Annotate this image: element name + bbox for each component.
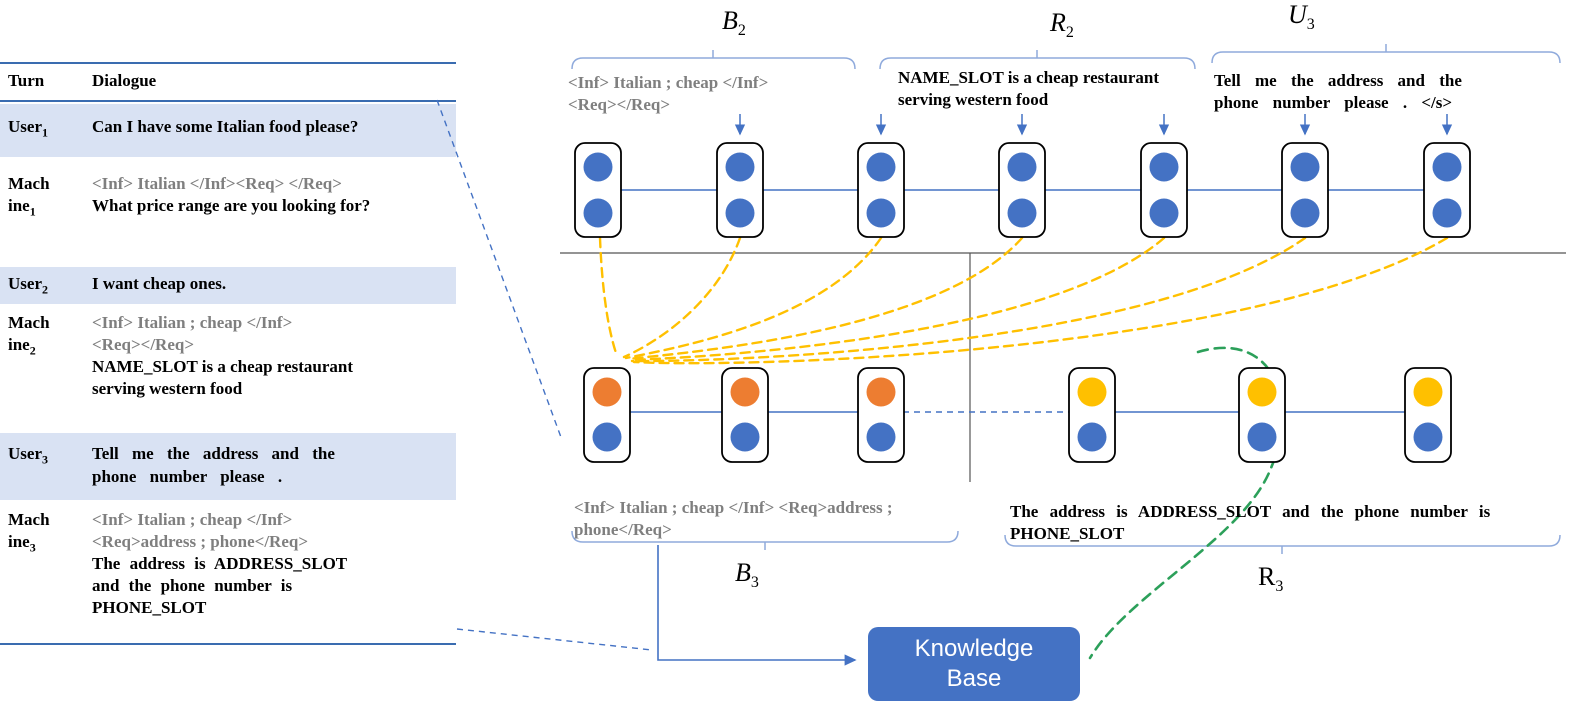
encoder-cell <box>998 142 1046 238</box>
table-row-machine1: Mach ine1 <Inf> Italian </Inf><Req> </Re… <box>0 169 456 225</box>
attention-curve <box>626 236 1024 361</box>
attention-curve <box>598 236 619 358</box>
decoder-cell-response <box>1068 367 1116 463</box>
label-b2: B2 <box>722 6 746 40</box>
b2-input-text: <Inf> Italian ; cheap </Inf> <Req></Req> <box>568 73 769 114</box>
b2-bracket <box>571 50 856 70</box>
encoder-cell <box>574 142 622 238</box>
table-to-decoder-connector <box>436 99 563 441</box>
turn-cell: User2 <box>8 274 48 297</box>
dialogue-cell: Can I have some Italian food please? <box>92 116 456 141</box>
encoder-cell <box>857 142 905 238</box>
table-header: Turn Dialogue <box>0 64 456 103</box>
u3-input-text: Tell me the address and the phone number… <box>1214 71 1462 112</box>
encoder-cell <box>1281 142 1329 238</box>
user-utterance: Tell me the address and the phone number… <box>92 444 335 486</box>
dialogue-header: Dialogue <box>92 71 157 90</box>
attention-curve <box>630 236 1307 363</box>
turn-header: Turn <box>8 71 45 90</box>
r2-bracket <box>879 50 1196 70</box>
b3-output-text: <Inf> Italian ; cheap </Inf> <Req>addres… <box>574 498 893 539</box>
attention-curve <box>624 236 883 360</box>
table-row-machine3: Mach ine3 <Inf> Italian ; cheap </Inf> <… <box>0 507 456 643</box>
b3-to-kb-arrow <box>657 545 857 666</box>
machine-response: What price range are you looking for? <box>92 196 371 216</box>
attention-curve <box>632 236 1449 365</box>
b3-bracket <box>571 530 959 550</box>
dialogue-cell: <Inf> Italian </Inf><Req> </Req> What pr… <box>92 173 456 221</box>
attention-curve <box>628 236 1166 362</box>
dialogue-cell: Tell me the address and the phone number… <box>92 443 456 487</box>
dialogue-cell: I want cheap ones. <box>92 273 456 298</box>
belief-span: <Inf> Italian </Inf><Req> </Req> <box>92 174 342 194</box>
turn-cell: Mach ine3 <box>8 509 50 555</box>
table-row-machine2: Mach ine2 <Inf> Italian ; cheap </Inf> <… <box>0 308 456 404</box>
turn-cell: Mach ine2 <box>8 313 50 358</box>
turn-cell: User3 <box>8 444 48 467</box>
decoder-cell-response <box>1404 367 1452 463</box>
dialogue-cell: <Inf> Italian ; cheap </Inf> <Req>addres… <box>92 509 456 619</box>
knowledge-base-box: Knowledge Base <box>868 627 1080 701</box>
belief-span: <Inf> Italian ; cheap </Inf> <Req></Req> <box>92 313 293 355</box>
encoder-cell <box>1423 142 1471 238</box>
machine-response: NAME_SLOT is a cheap restaurant serving … <box>92 357 354 399</box>
u3-bracket <box>1211 44 1561 64</box>
decoder-cell-belief <box>721 367 769 463</box>
table-row-user2: User2 I want cheap ones. <box>0 267 456 305</box>
attention-curve <box>622 236 742 359</box>
decoder-cell-belief <box>583 367 631 463</box>
r2-input-text: NAME_SLOT is a cheap restaurant serving … <box>898 68 1160 109</box>
label-r3: R3 <box>1258 562 1284 596</box>
encoder-cell <box>716 142 764 238</box>
dialogue-table: Turn Dialogue User1 Can I have some Ital… <box>0 62 456 646</box>
user-utterance: I want cheap ones. <box>92 274 227 294</box>
label-u3: U3 <box>1288 0 1315 34</box>
table-row-user3: User3 Tell me the address and the phone … <box>0 433 456 500</box>
kb-query-curve <box>1088 346 1284 660</box>
label-r2: R2 <box>1050 8 1074 42</box>
user-utterance: Can I have some Italian food please? <box>92 117 359 137</box>
belief-span: <Inf> Italian ; cheap </Inf> <Req>addres… <box>92 509 309 551</box>
turn-cell: User1 <box>8 117 48 140</box>
turn-cell: Mach ine1 <box>8 174 50 219</box>
encoder-cell <box>1140 142 1188 238</box>
decoder-cell-belief <box>857 367 905 463</box>
table-to-kb-connector <box>456 628 653 651</box>
table-row-user1: User1 Can I have some Italian food pleas… <box>0 104 456 158</box>
label-b3: B3 <box>735 558 759 592</box>
dialogue-cell: <Inf> Italian ; cheap </Inf> <Req></Req>… <box>92 312 456 400</box>
machine-response: The address is ADDRESS_SLOT and the phon… <box>92 553 348 617</box>
r3-output-text: The address is ADDRESS_SLOT and the phon… <box>1010 502 1491 543</box>
r3-bracket <box>1004 534 1561 554</box>
decoder-cell-response <box>1238 367 1286 463</box>
